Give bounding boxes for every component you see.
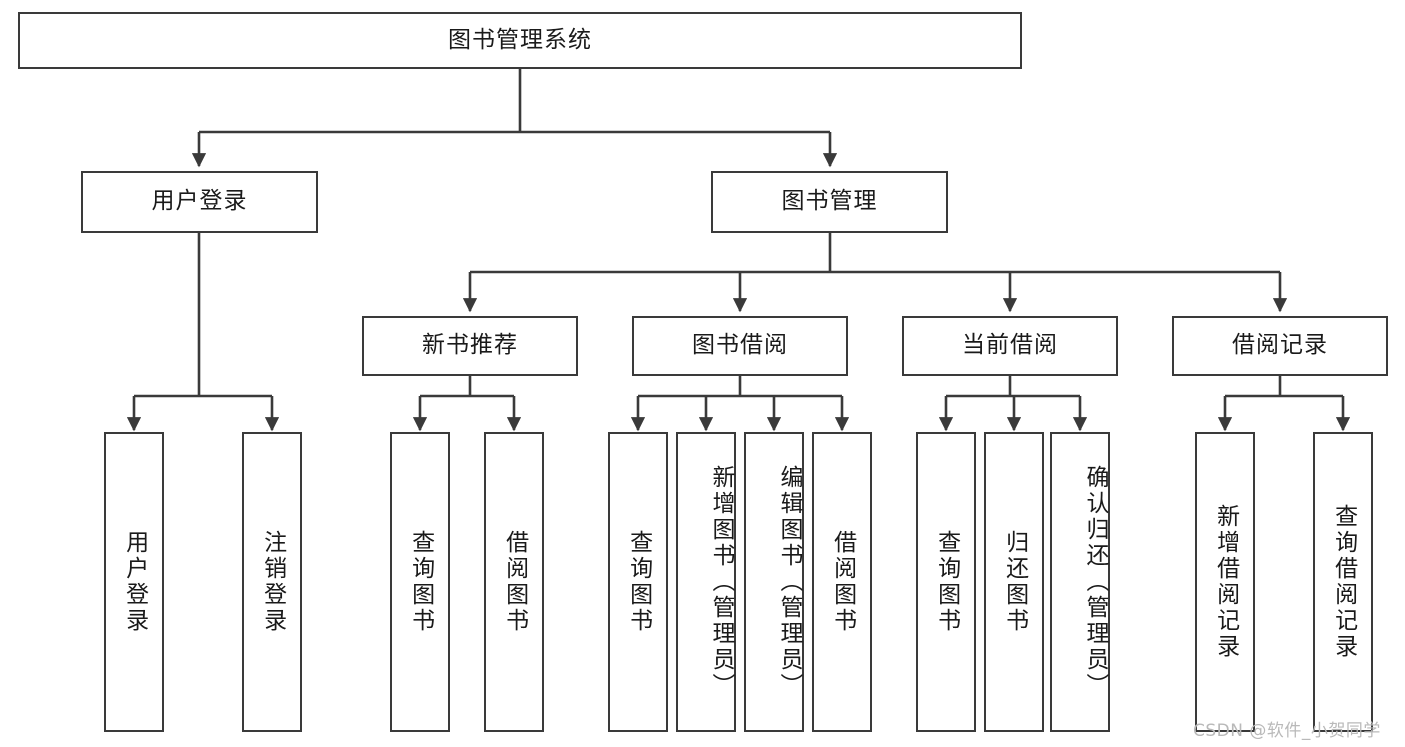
node-label: 借阅图书	[501, 530, 528, 634]
node-label: 确认归还（管理员）	[1082, 465, 1108, 699]
leaf-return-book[interactable]: 归还图书	[984, 432, 1044, 732]
node-label: 图书管理系统	[448, 26, 592, 53]
node-label: 查询图书	[625, 530, 652, 634]
node-user-login[interactable]: 用户登录	[81, 171, 318, 233]
node-current-borrowing[interactable]: 当前借阅	[902, 316, 1118, 376]
node-label: 新增借阅记录	[1212, 504, 1239, 660]
leaf-edit-book-admin[interactable]: 编辑图书（管理员）	[744, 432, 804, 732]
leaf-query-book-current[interactable]: 查询图书	[916, 432, 976, 732]
node-root-system[interactable]: 图书管理系统	[18, 12, 1022, 69]
node-label: 借阅记录	[1232, 332, 1328, 359]
node-label: 新增图书（管理员）	[708, 465, 734, 699]
node-label: 查询借阅记录	[1330, 504, 1357, 660]
node-label: 注销登录	[259, 530, 286, 634]
node-book-management[interactable]: 图书管理	[711, 171, 948, 233]
leaf-borrow-book[interactable]: 借阅图书	[812, 432, 872, 732]
node-label: 归还图书	[1001, 530, 1028, 634]
node-label: 当前借阅	[962, 332, 1058, 359]
node-label: 图书借阅	[692, 332, 788, 359]
leaf-add-borrow-record[interactable]: 新增借阅记录	[1195, 432, 1255, 732]
node-new-book-recommendation[interactable]: 新书推荐	[362, 316, 578, 376]
node-label: 编辑图书（管理员）	[776, 465, 802, 699]
node-label: 用户登录	[121, 530, 148, 634]
leaf-borrow-book-recommendation[interactable]: 借阅图书	[484, 432, 544, 732]
csdn-watermark: CSDN @软件_小贺同学	[1193, 721, 1381, 741]
node-label: 查询图书	[407, 530, 434, 634]
leaf-query-book-recommendation[interactable]: 查询图书	[390, 432, 450, 732]
node-label: 查询图书	[933, 530, 960, 634]
node-label: 图书管理	[781, 188, 878, 215]
node-label: 用户登录	[151, 188, 248, 215]
node-label: 新书推荐	[422, 332, 518, 359]
leaf-query-book-borrowing[interactable]: 查询图书	[608, 432, 668, 732]
leaf-query-borrow-record[interactable]: 查询借阅记录	[1313, 432, 1373, 732]
node-borrowing-records[interactable]: 借阅记录	[1172, 316, 1388, 376]
leaf-logout[interactable]: 注销登录	[242, 432, 302, 732]
leaf-add-book-admin[interactable]: 新增图书（管理员）	[676, 432, 736, 732]
leaf-user-login[interactable]: 用户登录	[104, 432, 164, 732]
node-label: 借阅图书	[829, 530, 856, 634]
node-book-borrowing[interactable]: 图书借阅	[632, 316, 848, 376]
leaf-confirm-return-admin[interactable]: 确认归还（管理员）	[1050, 432, 1110, 732]
